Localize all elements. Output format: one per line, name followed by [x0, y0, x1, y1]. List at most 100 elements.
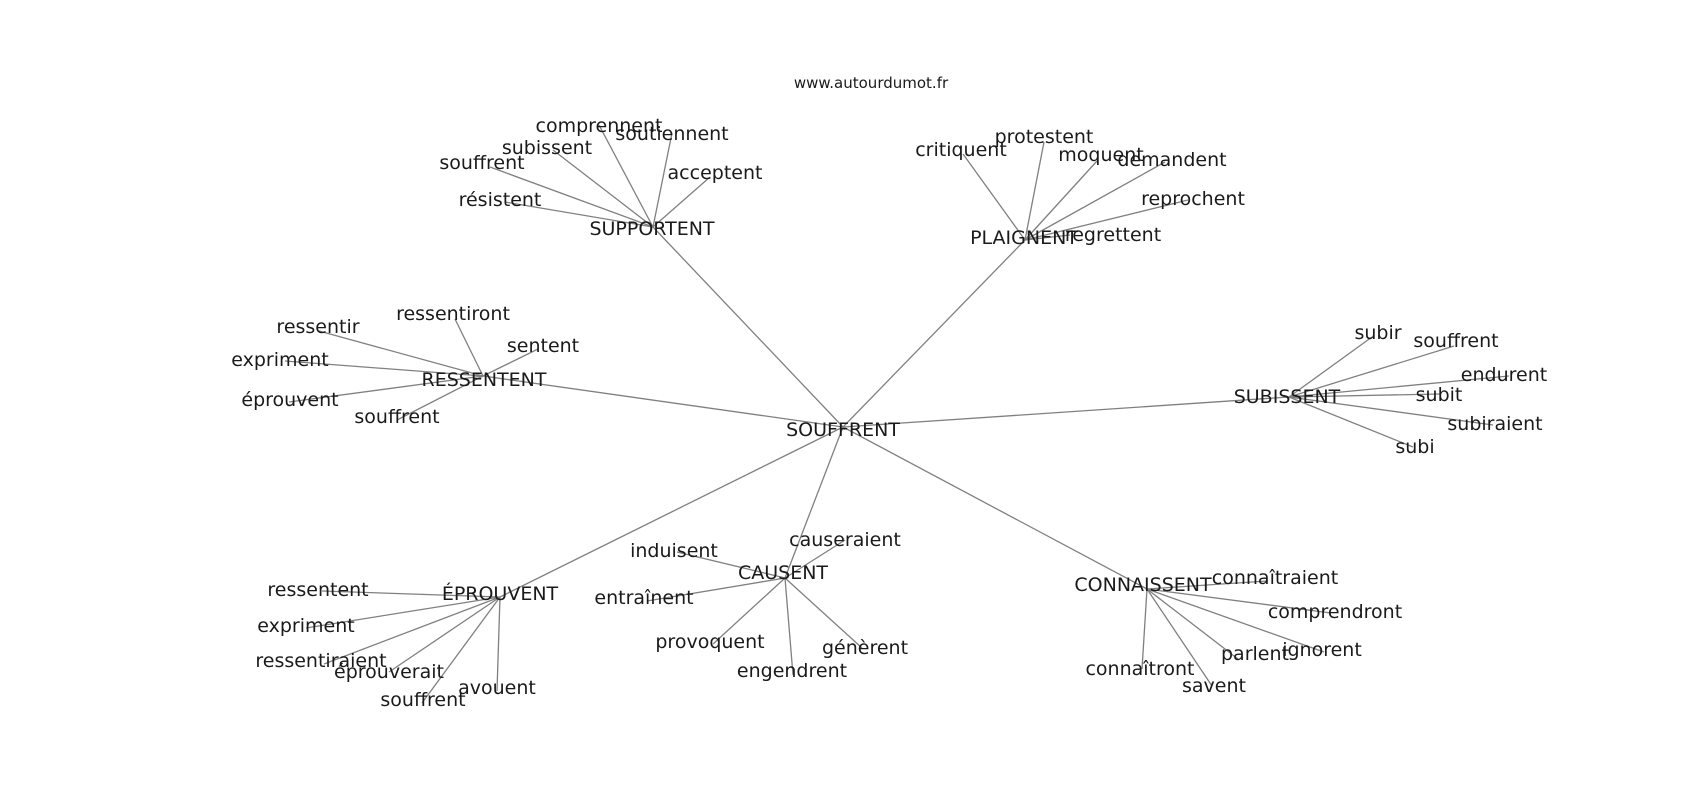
leaf-word-node[interactable]: protestent: [995, 126, 1094, 148]
leaf-word-node[interactable]: provoquent: [655, 631, 764, 653]
leaf-word-node[interactable]: savent: [1182, 675, 1246, 697]
edge-cluster-1-child-2: [1024, 160, 1098, 241]
leaf-word-node[interactable]: demandent: [1117, 149, 1226, 171]
leaf-word-node[interactable]: génèrent: [822, 637, 908, 659]
edge-cluster-2-child-0: [454, 318, 484, 377]
leaf-word-node[interactable]: expriment: [257, 615, 354, 637]
leaf-word-node[interactable]: avouent: [458, 677, 536, 699]
edge-cluster-2-child-4: [288, 375, 484, 403]
leaf-word-node[interactable]: critiquent: [915, 139, 1007, 161]
edge-root-0: [652, 226, 844, 428]
edge-cluster-6-child-0: [1146, 580, 1268, 590]
leaf-word-node[interactable]: moquent: [1058, 144, 1143, 166]
edge-cluster-0-child-3: [489, 166, 654, 228]
edge-cluster-4-child-2: [646, 577, 786, 602]
leaf-word-node[interactable]: subissent: [502, 137, 592, 159]
leaf-word-node[interactable]: souffrent: [380, 689, 465, 711]
edge-cluster-5-child-3: [388, 596, 501, 673]
edge-cluster-3-child-5: [1288, 396, 1414, 448]
edge-cluster-4-child-4: [784, 577, 863, 649]
leaf-word-node[interactable]: ressentiraient: [255, 650, 386, 672]
cluster-node[interactable]: ÉPROUVENT: [442, 582, 559, 605]
leaf-word-node[interactable]: souffrent: [1413, 330, 1498, 352]
leaf-word-node[interactable]: résistent: [459, 189, 542, 211]
edge-cluster-5-child-4: [496, 596, 501, 692]
cluster-node[interactable]: SUPPORTENT: [589, 218, 714, 240]
edge-root-4: [784, 426, 844, 579]
leaf-word-node[interactable]: subiraient: [1447, 413, 1542, 435]
leaf-word-node[interactable]: entraînent: [594, 587, 693, 609]
leaf-word-node[interactable]: subir: [1354, 322, 1401, 344]
leaf-word-node[interactable]: induisent: [630, 540, 718, 562]
edge-cluster-1-child-4: [1024, 199, 1189, 241]
edge-cluster-1-child-5: [1024, 234, 1071, 241]
leaf-word-node[interactable]: éprouvent: [241, 389, 338, 411]
edge-cluster-3-child-2: [1288, 375, 1510, 398]
edge-root-6: [842, 426, 1148, 590]
graph-labels: SOUFFRENT SUPPORTENT comprennentsoutiennen…: [231, 115, 1547, 711]
leaf-word-node[interactable]: ressentir: [276, 316, 359, 338]
edge-cluster-6-child-5: [1146, 588, 1213, 687]
edge-cluster-0-child-4: [652, 176, 711, 228]
edge-cluster-2-child-1: [318, 330, 484, 377]
leaf-word-node[interactable]: comprendront: [1268, 601, 1402, 623]
leaf-word-node[interactable]: ressentent: [267, 579, 368, 601]
edge-cluster-1-child-1: [962, 153, 1026, 241]
edge-cluster-2-child-5: [396, 375, 484, 421]
edge-cluster-3-child-3: [1288, 393, 1441, 398]
cluster-node[interactable]: SUBISSENT: [1234, 386, 1341, 408]
leaf-word-node[interactable]: parlent: [1221, 643, 1289, 665]
edge-root-2: [482, 375, 844, 428]
leaf-word-node[interactable]: regrettent: [1065, 224, 1161, 246]
edge-cluster-0-child-1: [652, 132, 673, 228]
leaf-word-node[interactable]: subit: [1416, 384, 1463, 406]
source-watermark[interactable]: www.autourdumot.fr: [794, 74, 949, 92]
edge-cluster-6-child-3: [1146, 588, 1239, 660]
edge-root-1: [842, 239, 1026, 428]
edge-cluster-5-child-1: [305, 596, 501, 629]
edge-cluster-0-child-2: [552, 149, 654, 228]
leaf-word-node[interactable]: endurent: [1461, 364, 1547, 386]
edge-cluster-6-child-1: [1146, 588, 1332, 614]
leaf-word-node[interactable]: éprouverait: [334, 661, 444, 683]
edge-cluster-6-child-4: [1141, 588, 1148, 670]
cluster-node[interactable]: CONNAISSENT: [1074, 574, 1212, 596]
edge-cluster-4-child-3: [712, 577, 786, 645]
leaf-word-node[interactable]: souffrent: [354, 406, 439, 428]
edge-cluster-5-child-5: [421, 596, 501, 704]
leaf-word-node[interactable]: ignorent: [1282, 639, 1362, 661]
edge-cluster-4-child-5: [784, 577, 794, 676]
edge-cluster-5-child-2: [323, 596, 501, 665]
graph-edges: [284, 124, 1510, 704]
edge-cluster-0-child-0: [598, 124, 654, 228]
edge-root-5: [499, 426, 844, 598]
leaf-word-node[interactable]: acceptent: [668, 162, 763, 184]
cluster-node[interactable]: PLAIGNENT: [970, 227, 1078, 249]
leaf-word-node[interactable]: sentent: [507, 335, 579, 357]
edge-cluster-2-child-3: [284, 360, 484, 377]
edge-cluster-4-child-0: [784, 539, 846, 579]
edge-cluster-0-child-5: [504, 201, 654, 228]
edge-cluster-3-child-4: [1288, 396, 1494, 426]
leaf-word-node[interactable]: subi: [1395, 436, 1434, 458]
cluster-node[interactable]: CAUSENT: [738, 562, 828, 584]
leaf-word-node[interactable]: connaîtraient: [1212, 567, 1338, 589]
leaf-word-node[interactable]: engendrent: [737, 660, 847, 682]
cluster-node[interactable]: RESSENTENT: [422, 369, 547, 391]
leaf-word-node[interactable]: reprochent: [1141, 188, 1245, 210]
edge-cluster-6-child-2: [1146, 588, 1325, 653]
edge-cluster-1-child-3: [1024, 161, 1166, 241]
leaf-word-node[interactable]: causeraient: [789, 529, 901, 551]
edge-root-3: [842, 396, 1290, 428]
edge-cluster-4-child-1: [676, 551, 786, 579]
leaf-word-node[interactable]: expriment: [231, 349, 328, 371]
leaf-word-node[interactable]: comprennent: [536, 115, 663, 137]
leaf-word-node[interactable]: souffrent: [439, 152, 524, 174]
edge-cluster-1-child-0: [1024, 141, 1045, 241]
root-word-node[interactable]: SOUFFRENT: [786, 419, 900, 441]
edge-cluster-5-child-0: [321, 590, 501, 598]
leaf-word-node[interactable]: soutiennent: [615, 123, 728, 145]
leaf-word-node[interactable]: connaîtront: [1085, 658, 1194, 680]
leaf-word-node[interactable]: ressentiront: [396, 303, 510, 325]
